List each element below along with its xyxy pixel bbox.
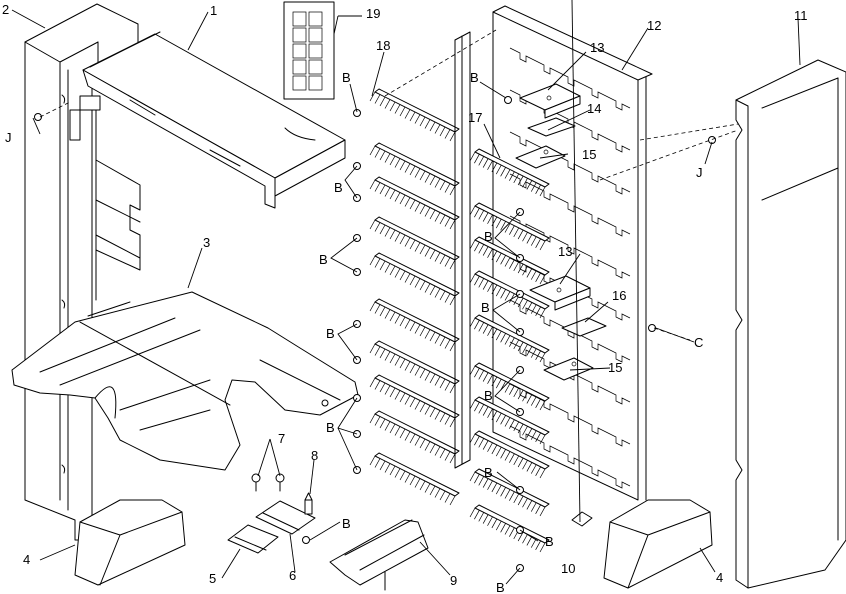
callout-13-upper: 13 xyxy=(590,40,604,55)
brush-guide-left-5 xyxy=(370,253,459,305)
part-19-label-sheet xyxy=(284,2,334,99)
callout-7: 7 xyxy=(278,431,285,446)
callout-15-upper: 15 xyxy=(582,147,596,162)
callout-8: 8 xyxy=(311,448,318,463)
callout-B-6: B xyxy=(326,326,335,341)
part-7-screws xyxy=(252,474,284,491)
callout-B-8: B xyxy=(326,420,335,435)
brush-guide-left-10 xyxy=(370,453,459,505)
callout-14: 14 xyxy=(587,101,601,116)
callout-6: 6 xyxy=(289,568,296,583)
callout-11: 11 xyxy=(794,8,808,23)
callout-J-left: J xyxy=(5,130,12,145)
callout-18: 18 xyxy=(376,38,390,53)
callout-B-12: B xyxy=(545,534,554,549)
brush-guide-left-8 xyxy=(370,375,459,427)
callout-B-3: B xyxy=(334,180,343,195)
brush-guide-right-10 xyxy=(470,505,549,552)
callout-15-lower: 15 xyxy=(608,360,622,375)
callout-16: 16 xyxy=(612,288,626,303)
callout-1: 1 xyxy=(210,3,217,18)
callout-13-lower: 13 xyxy=(558,244,572,259)
callout-B-1: B xyxy=(342,70,351,85)
callout-C: C xyxy=(694,335,703,350)
callout-12: 12 xyxy=(647,18,661,33)
screw-icon-24 xyxy=(303,537,310,544)
part-11-right-cover xyxy=(736,60,846,588)
callout-J-right: J xyxy=(696,165,703,180)
part-5-bracket xyxy=(228,525,278,553)
part-4-foot-cover-right xyxy=(604,500,712,588)
callout-19: 19 xyxy=(366,6,380,21)
callout-B-11: B xyxy=(342,516,351,531)
callout-B-9: B xyxy=(484,388,493,403)
brush-guide-left-1 xyxy=(370,89,459,141)
callout-B-2: B xyxy=(470,70,479,85)
callout-10: 10 xyxy=(561,561,575,576)
callout-5: 5 xyxy=(209,571,216,586)
callout-B-7: B xyxy=(481,300,490,315)
part-18-brush-guides xyxy=(370,89,459,505)
callout-B-4: B xyxy=(319,252,328,267)
callout-9: 9 xyxy=(450,573,457,588)
callout-4-left: 4 xyxy=(23,552,30,567)
callout-B-5: B xyxy=(484,229,493,244)
brush-guide-left-2 xyxy=(370,143,459,195)
brush-guide-left-7 xyxy=(370,341,459,393)
callout-3: 3 xyxy=(203,235,210,250)
callout-4-right: 4 xyxy=(716,570,723,585)
part-8-pin xyxy=(305,493,312,514)
part-10-pad xyxy=(572,512,592,526)
callout-17: 17 xyxy=(468,110,482,125)
callout-B-10: B xyxy=(484,465,493,480)
callout-2: 2 xyxy=(2,2,9,17)
callout-B-13: B xyxy=(496,580,505,594)
